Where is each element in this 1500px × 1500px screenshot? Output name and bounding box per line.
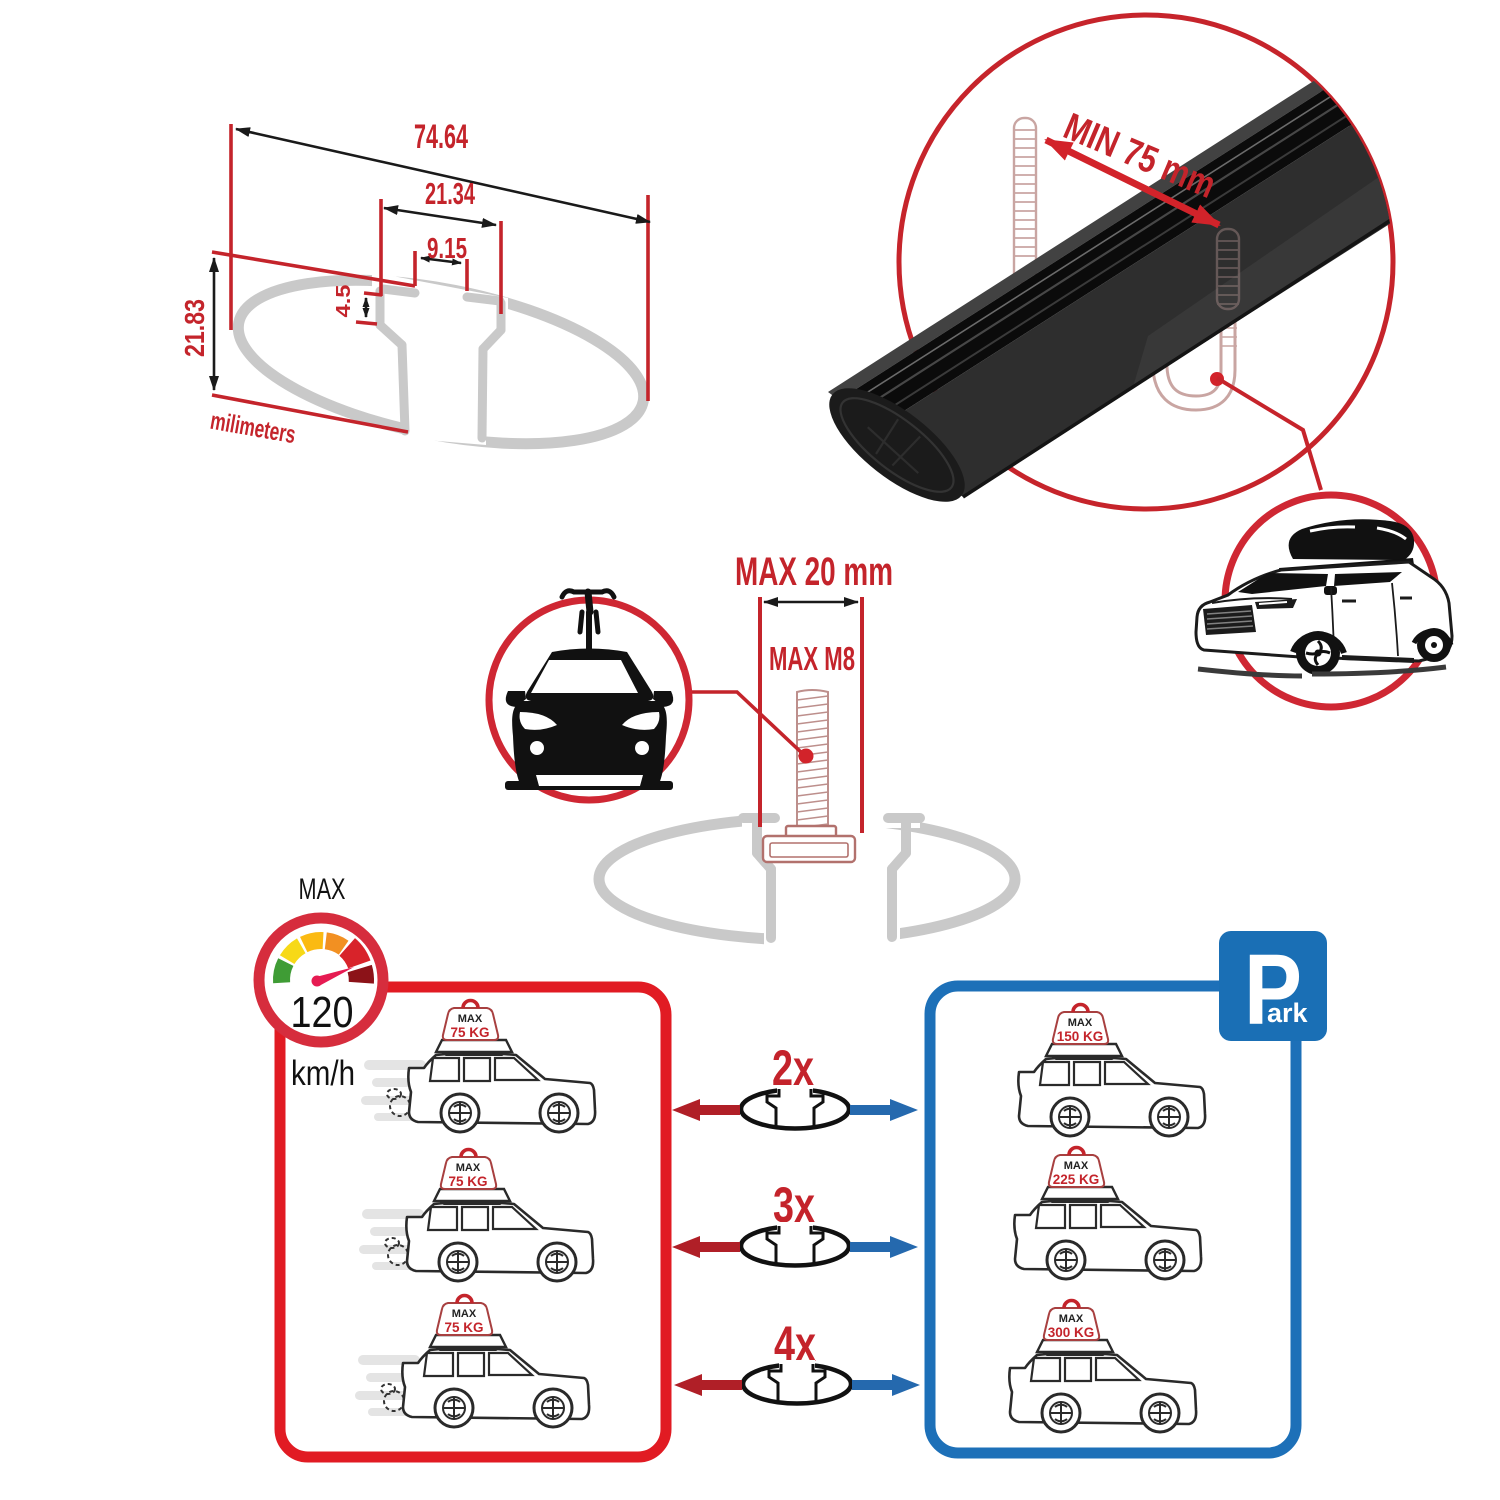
svg-text:MAX: MAX: [1068, 1017, 1093, 1029]
svg-text:75 KG: 75 KG: [444, 1320, 483, 1335]
svg-text:74.64: 74.64: [414, 118, 468, 156]
svg-text:75 KG: 75 KG: [450, 1025, 489, 1040]
svg-text:MAX: MAX: [299, 873, 346, 906]
svg-text:MAX: MAX: [456, 1162, 481, 1174]
svg-text:MAX 20 mm: MAX 20 mm: [735, 550, 893, 594]
svg-text:300 KG: 300 KG: [1048, 1325, 1095, 1340]
svg-text:MAX: MAX: [1064, 1160, 1089, 1172]
svg-text:9.15: 9.15: [427, 233, 467, 265]
svg-text:MAX: MAX: [452, 1308, 477, 1320]
svg-text:MAX M8: MAX M8: [769, 640, 855, 677]
svg-text:P: P: [1244, 934, 1302, 1046]
svg-text:225 KG: 225 KG: [1053, 1172, 1100, 1187]
svg-text:MAX: MAX: [1059, 1313, 1084, 1325]
svg-text:120: 120: [291, 988, 354, 1037]
svg-text:21.83: 21.83: [179, 299, 210, 357]
svg-text:4.5: 4.5: [333, 285, 355, 318]
svg-text:MAX: MAX: [458, 1013, 483, 1025]
svg-text:75 KG: 75 KG: [448, 1174, 487, 1189]
svg-text:ark: ark: [1267, 998, 1309, 1028]
svg-text:150 KG: 150 KG: [1057, 1029, 1104, 1044]
svg-text:21.34: 21.34: [425, 176, 475, 211]
svg-text:km/h: km/h: [291, 1054, 355, 1093]
